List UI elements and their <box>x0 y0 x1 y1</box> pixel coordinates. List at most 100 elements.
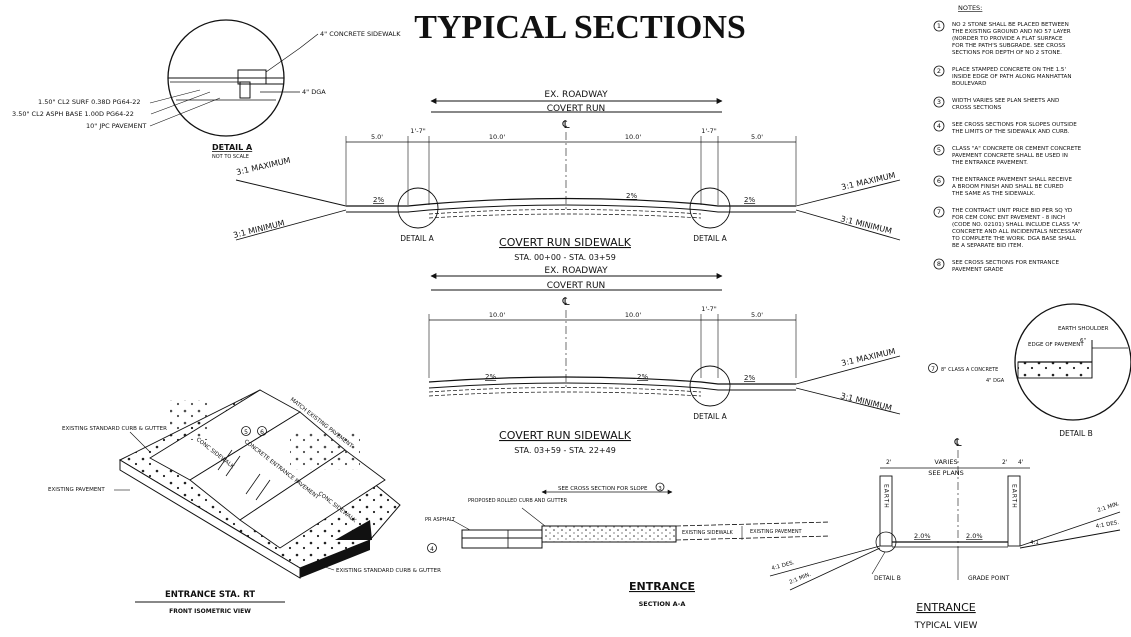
note-7-line: CONCRETE AND ALL INCIDENTALS NECESSARY <box>952 229 1083 235</box>
aa-ex-sidewalk: EXISTING SIDEWALK <box>682 530 734 536</box>
note-1-line: THE EXISTING GROUND AND NO 57 LAYER <box>951 29 1071 35</box>
section1-detail-right: DETAIL A <box>693 234 727 243</box>
note-8-number: 8 <box>937 260 941 268</box>
page-title: TYPICAL SECTIONS <box>414 9 746 46</box>
note-6-line: THE ENTRANCE PAVEMENT SHALL RECEIVE <box>951 177 1072 183</box>
tv-dim-2-left: 2' <box>886 459 892 466</box>
iso-note-6-label: 6 <box>260 429 264 436</box>
section1-pct-center: 2% <box>626 192 637 200</box>
aa-see-cross: SEE CROSS SECTION FOR SLOPE <box>558 486 648 492</box>
note-1-line: (NORDER TO PROVIDE A FLAT SURFACE <box>952 36 1063 42</box>
note-7-line: (CODE NO. 02101) SHALL INCLUDE CLASS "A" <box>952 222 1081 228</box>
iso-pavement-label: EXISTING PAVEMENT <box>48 487 105 493</box>
section2-pct-center: 2% <box>637 373 648 381</box>
detail-a-title: DETAIL A <box>212 143 253 152</box>
aa-concrete-slab <box>541 525 677 543</box>
note-7-line: THE CONTRACT UNIT PRICE BID PER SQ YD <box>951 208 1072 214</box>
note-5-line: THE ENTRANCE PAVEMENT. <box>951 160 1028 166</box>
note-3-number: 3 <box>937 98 941 106</box>
section2-slope-min: 3:1 MINIMUM <box>840 391 893 413</box>
detail-b-edge: EDGE OF PAVEMENT <box>1028 342 1084 348</box>
detail-a-group: 4" CONCRETE SIDEWALK 4" DGA 1.50" CL2 SU… <box>12 19 401 160</box>
tv-see-plans: SEE PLANS <box>928 469 964 477</box>
note-4-line: SEE CROSS SECTIONS FOR SLOPES OUTSIDE <box>952 122 1077 128</box>
section-2-group: EX. ROADWAY COVERT RUN ℄ 10.0' 10.0' 1'-… <box>428 266 901 455</box>
section2-dim-2: 1'-7" <box>701 305 716 313</box>
section1-run: COVERT RUN <box>547 104 606 114</box>
detail-a-sidewalk-label: 4" CONCRETE SIDEWALK <box>320 30 401 38</box>
note-7-number: 7 <box>937 208 941 216</box>
section1-dim-3: 10.0' <box>625 133 641 141</box>
notes-heading: NOTES: <box>958 4 982 12</box>
section2-detail-a-circle <box>689 365 731 407</box>
iso-title: ENTRANCE STA. RT <box>165 590 255 600</box>
tv-subtitle: TYPICAL VIEW <box>914 621 978 631</box>
note-6-marker <box>933 175 945 187</box>
section1-detail-a-right-circle <box>689 187 731 229</box>
detail-b-dga-label: 4" DGA <box>986 378 1005 384</box>
section1-roadway: EX. ROADWAY <box>544 90 608 100</box>
note-6-number: 6 <box>937 177 941 185</box>
tv-slope-2-1-min-left: 2:1 MIN. <box>789 572 813 586</box>
aa-ex-pavement: EXISTING PAVEMENT <box>750 529 803 535</box>
tv-dim-4: 4' <box>1018 459 1024 466</box>
aa-note-3 <box>655 482 665 492</box>
tv-earth-right <box>1007 475 1021 547</box>
note-8-line: PAVEMENT GRADE <box>952 267 1004 273</box>
note-5-number: 5 <box>937 146 941 154</box>
note-7-marker <box>933 206 945 218</box>
tv-pct-right: 2.0% <box>966 532 983 540</box>
aa-title: ENTRANCE <box>629 580 695 593</box>
detail-b-group: EARTH SHOULDER EDGE OF PAVEMENT 6" 7 8" … <box>928 303 1131 438</box>
detail-b-circle <box>1014 303 1131 421</box>
section2-roadway: EX. ROADWAY <box>544 266 608 276</box>
note-4-line: THE LIMITS OF THE SIDEWALK AND CURB. <box>951 129 1070 135</box>
detail-b-dim: 6" <box>1080 338 1086 344</box>
section1-dim-4: 1'-7" <box>701 127 716 135</box>
iso-subtitle: FRONT ISOMETRIC VIEW <box>169 608 251 615</box>
tv-pct-left: 2.0% <box>914 532 931 540</box>
tv-title: ENTRANCE <box>916 601 976 614</box>
note-1-line: FOR THE PATH'S SUBGRADE. SEE CROSS <box>952 43 1066 49</box>
section1-slope-max-right: 3:1 MAXIMUM <box>840 171 896 192</box>
note-4-marker <box>933 120 945 132</box>
isometric-group: 5 6 CONC SIDEWALK CONCRETE ENTRANCE PAVE… <box>48 389 441 615</box>
detail-a-base-label: 3.50" CL2 ASPH BASE 1.00D PG64-22 <box>12 110 134 118</box>
detail-b-concrete <box>1017 361 1093 379</box>
note-1-line: SECTIONS FOR DEPTH OF NO 2 STONE. <box>952 50 1062 56</box>
aa-note-3-label: 3 <box>658 486 662 492</box>
aa-asphalt <box>461 529 543 539</box>
section2-run: COVERT RUN <box>547 281 606 291</box>
aa-subtitle: SECTION A-A <box>639 600 686 608</box>
iso-note-5 <box>241 426 251 436</box>
note-2-marker <box>933 65 945 77</box>
section1-stations: STA. 00+00 - STA. 03+59 <box>514 253 616 262</box>
tv-detail-b-circle <box>875 531 897 553</box>
detail-b-note-7-label: 7 <box>931 366 935 373</box>
section1-centerline: ℄ <box>561 118 569 131</box>
tv-earth-left <box>879 475 893 547</box>
iso-note-6 <box>257 426 267 436</box>
note-5-line: PAVEMENT CONCRETE SHALL BE USED IN <box>952 153 1068 159</box>
note-3-line: WIDTH VARIES SEE PLAN SHEETS AND <box>952 98 1059 104</box>
note-1-marker <box>933 20 945 32</box>
section1-dim-0: 5.0' <box>371 133 383 141</box>
note-2-number: 2 <box>937 67 941 75</box>
section1-detail-a-left-circle <box>397 187 439 229</box>
section1-dim-5: 5.0' <box>751 133 763 141</box>
section1-pct-left: 2% <box>373 196 384 204</box>
entrance-aa-group: SEE CROSS SECTION FOR SLOPE 3 EXISTING S… <box>425 482 831 608</box>
note-1-number: 1 <box>937 22 941 30</box>
tv-dim-2-right: 2' <box>1002 459 1008 466</box>
detail-a-subtitle: NOT TO SCALE <box>212 154 249 160</box>
section2-pct-right: 2% <box>744 374 755 382</box>
tv-centerline: ℄ <box>953 436 961 449</box>
note-1-line: NO 2 STONE SHALL BE PLACED BETWEEN <box>952 22 1069 28</box>
section1-dim-1: 1'-7" <box>410 127 425 135</box>
section2-dim-3: 5.0' <box>751 311 763 319</box>
section1-dim-2: 10.0' <box>489 133 505 141</box>
section2-pct-left: 2% <box>485 373 496 381</box>
tv-slope-4-1-des-left: 4:1 DES. <box>771 560 796 572</box>
note-7-line: BE A SEPARATE BID ITEM. <box>952 243 1023 249</box>
